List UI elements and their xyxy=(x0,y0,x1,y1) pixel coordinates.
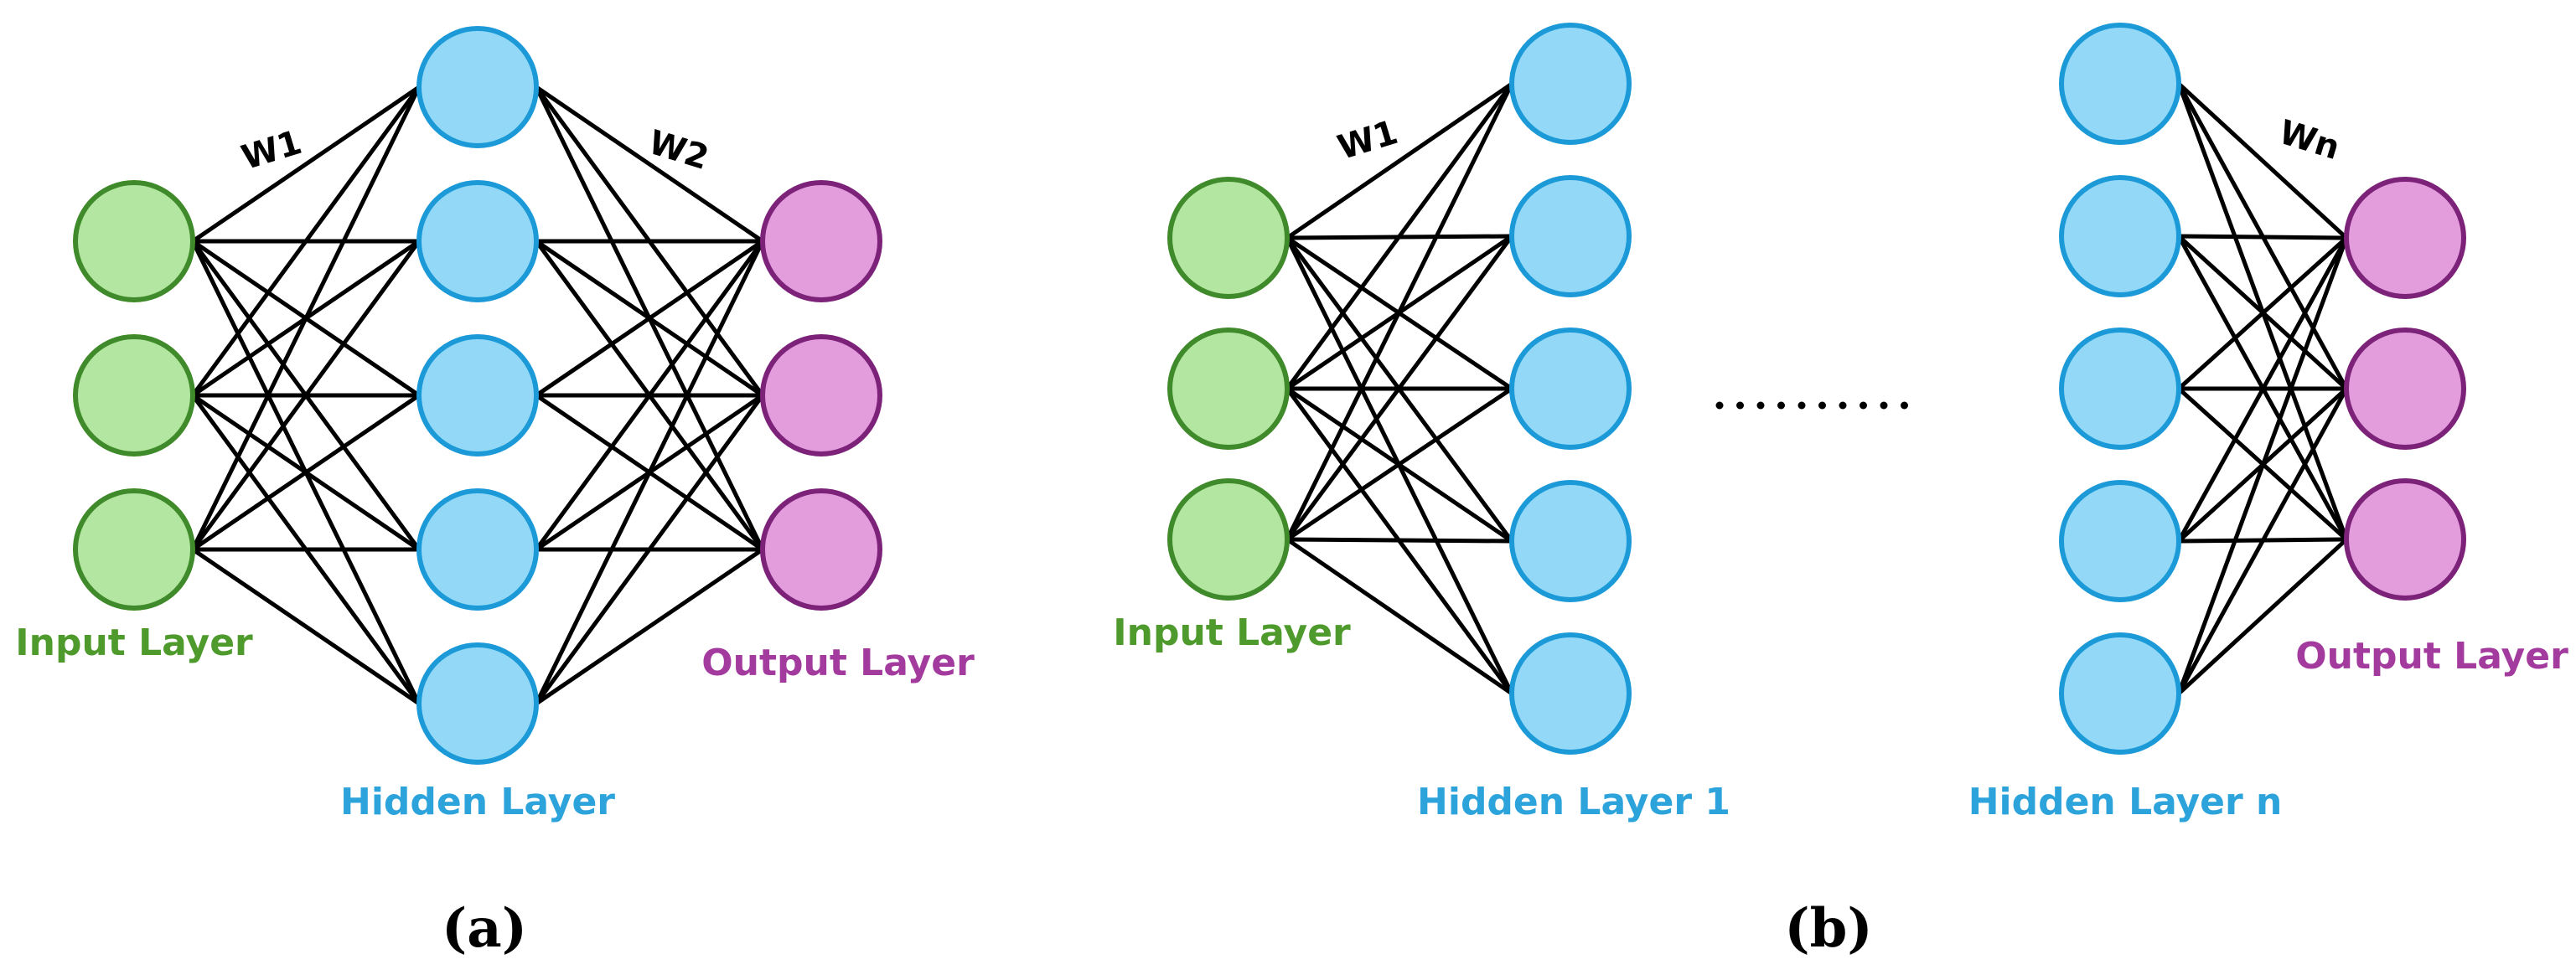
b-hidden1-node-5 xyxy=(1509,632,1632,755)
ellipsis-dot-1 xyxy=(1715,401,1724,410)
connection-lines xyxy=(190,81,2349,706)
ellipsis-dot-10 xyxy=(1901,401,1908,410)
b-hiddenN-output-edge-1-0 xyxy=(2176,234,2349,240)
neuron-nodes xyxy=(73,23,2466,765)
a-input-layer-label: Input Layer xyxy=(15,622,253,664)
b-hiddenN-output-edge-4-2 xyxy=(2176,537,2349,696)
a-input-hidden-edge-2-2 xyxy=(190,393,422,552)
b-hidden1-node-3 xyxy=(1509,328,1632,450)
b-hiddenN-output-edge-3-0 xyxy=(2176,235,2349,544)
b-hiddenN-output-edge-4-0 xyxy=(2176,235,2349,696)
b-weight-wn-label: Wn xyxy=(2274,113,2344,168)
a-input-node-2 xyxy=(73,334,195,456)
a-input-hidden-edge-1-0 xyxy=(190,85,422,398)
b-hiddenN-output-edge-4-1 xyxy=(2176,386,2349,696)
b-hidden1-node-4 xyxy=(1509,480,1632,602)
b-input-node-1 xyxy=(1167,177,1290,299)
b-weight-w1-label: W1 xyxy=(1333,113,1402,168)
b-hidden1-node-1 xyxy=(1509,23,1632,145)
a-hidden-output-edge-3-0 xyxy=(534,239,765,552)
a-output-node-1 xyxy=(760,180,882,302)
b-hiddenN-node-4 xyxy=(2059,480,2181,602)
b-input-hidden1-edge-2-3 xyxy=(1285,537,1514,544)
ellipsis-dot-4 xyxy=(1777,401,1785,410)
b-input-hidden1-edge-1-0 xyxy=(1285,81,1514,391)
ellipsis-dot-8 xyxy=(1860,401,1867,410)
b-hidden1-node-2 xyxy=(1509,175,1632,297)
b-hidden-layer-n-label: Hidden Layer n xyxy=(1968,781,2283,823)
a-hidden-node-1 xyxy=(416,26,539,148)
layers-ellipsis-text: .......... xyxy=(1741,372,1881,415)
a-input-hidden-edge-2-1 xyxy=(190,239,422,552)
b-output-node-3 xyxy=(2344,478,2466,601)
ellipsis-dot-6 xyxy=(1818,401,1826,410)
a-hidden-node-3 xyxy=(416,334,539,456)
b-hiddenN-output-edge-2-0 xyxy=(2176,235,2349,391)
b-hiddenN-node-5 xyxy=(2059,632,2181,755)
b-input-hidden1-edge-2-0 xyxy=(1285,81,1514,542)
a-hidden-node-2 xyxy=(416,180,539,302)
ellipsis-dot-5 xyxy=(1798,401,1806,410)
a-hidden-node-4 xyxy=(416,488,539,611)
b-caption: (b) xyxy=(1784,897,1872,960)
b-input-node-3 xyxy=(1167,478,1290,601)
b-output-node-1 xyxy=(2344,177,2466,299)
a-hidden-layer-label: Hidden Layer xyxy=(340,781,615,823)
a-input-node-1 xyxy=(73,180,195,302)
a-caption: (a) xyxy=(442,897,527,960)
a-input-hidden-edge-2-4 xyxy=(190,547,422,706)
a-input-hidden-edge-0-0 xyxy=(190,85,422,244)
ellipsis-dot-9 xyxy=(1880,401,1888,410)
a-hidden-output-edge-0-0 xyxy=(534,85,765,244)
b-hiddenN-node-2 xyxy=(2059,175,2181,297)
ellipsis-dot-7 xyxy=(1839,401,1847,410)
b-input-hidden1-edge-2-2 xyxy=(1285,386,1514,542)
b-hiddenN-node-1 xyxy=(2059,23,2181,145)
b-hidden-layer-1-label: Hidden Layer 1 xyxy=(1417,781,1730,823)
b-output-node-2 xyxy=(2344,328,2466,450)
a-output-node-3 xyxy=(760,488,882,611)
b-output-layer-label: Output Layer xyxy=(2295,635,2568,678)
b-input-node-2 xyxy=(1167,328,1290,450)
a-hidden-node-5 xyxy=(416,642,539,765)
a-output-layer-label: Output Layer xyxy=(701,642,975,684)
b-hiddenN-node-3 xyxy=(2059,328,2181,450)
ellipsis-dot-3 xyxy=(1756,401,1765,410)
a-hidden-output-edge-4-1 xyxy=(534,393,765,706)
b-hiddenN-output-edge-0-0 xyxy=(2176,81,2349,240)
b-input-layer-label: Input Layer xyxy=(1113,611,1351,654)
layers-ellipsis xyxy=(1715,401,1908,410)
a-hidden-output-edge-4-0 xyxy=(534,239,765,706)
a-input-node-3 xyxy=(73,488,195,611)
a-hidden-output-edge-2-0 xyxy=(534,239,765,398)
b-input-hidden1-edge-0-0 xyxy=(1285,81,1514,240)
a-hidden-output-edge-4-2 xyxy=(534,547,765,706)
a-input-hidden-edge-2-0 xyxy=(190,85,422,552)
b-input-hidden1-edge-2-1 xyxy=(1285,234,1514,542)
ellipsis-dot-2 xyxy=(1736,401,1744,410)
a-output-node-2 xyxy=(760,334,882,456)
b-input-hidden1-edge-2-4 xyxy=(1285,537,1514,696)
